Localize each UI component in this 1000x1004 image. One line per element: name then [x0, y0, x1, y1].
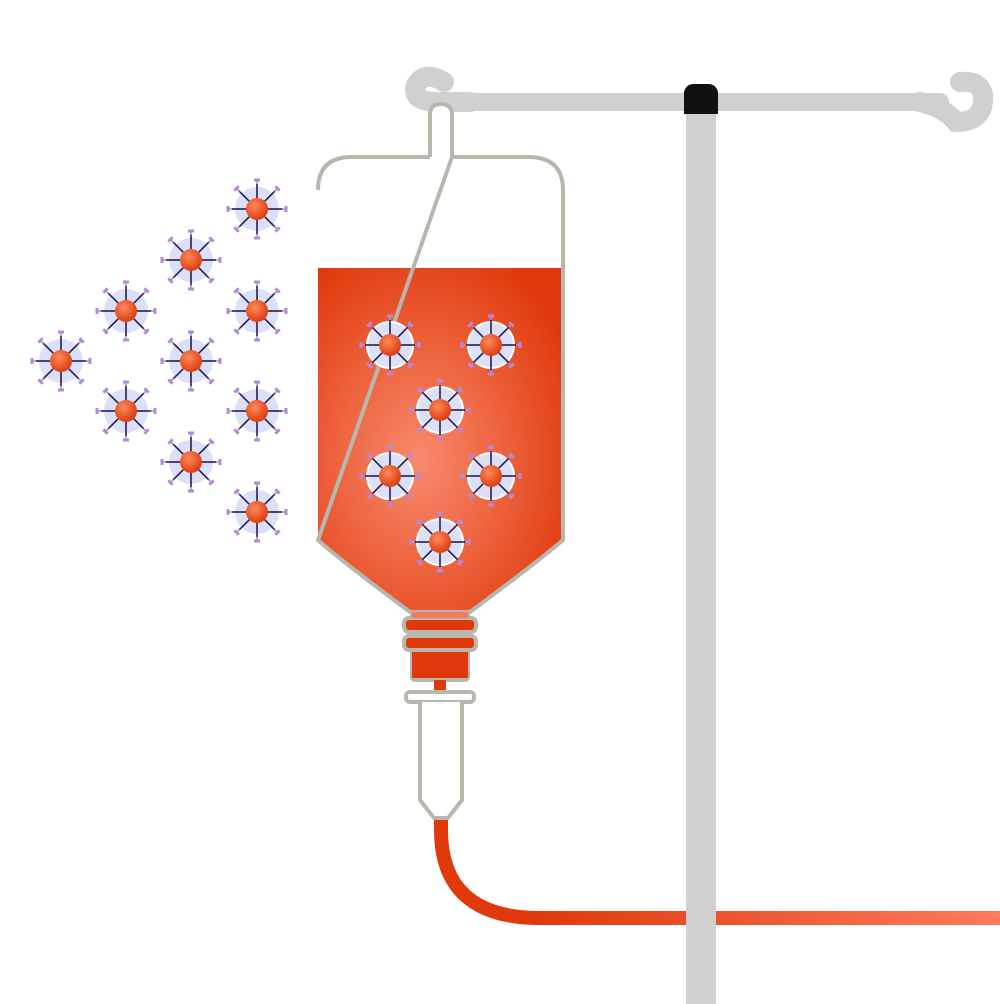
bag-outline [316, 155, 565, 614]
drip-chamber-body [418, 702, 464, 820]
nanoparticle-group [30, 178, 522, 573]
targeted-nanoparticle-icon [95, 280, 157, 342]
targeted-nanoparticle-icon [409, 511, 471, 573]
bag-neck-ring-2 [402, 634, 478, 652]
bag-neck-ring-1 [402, 616, 478, 634]
targeted-nanoparticle-icon [226, 178, 288, 240]
targeted-nanoparticle-icon [160, 431, 222, 493]
iv-pole-icon [405, 66, 994, 1004]
targeted-nanoparticle-icon [160, 229, 222, 291]
stand-cap [684, 84, 718, 114]
stand-right-hook [910, 71, 994, 133]
stand-pole [686, 110, 716, 1004]
drip-chamber-cap [404, 690, 476, 704]
targeted-nanoparticle-icon [359, 445, 421, 507]
targeted-nanoparticle-icon [95, 380, 157, 442]
targeted-nanoparticle-icon [460, 314, 522, 376]
targeted-nanoparticle-icon [226, 280, 288, 342]
targeted-nanoparticle-icon [409, 379, 471, 441]
targeted-nanoparticle-icon [226, 380, 288, 442]
targeted-nanoparticle-icon [30, 330, 92, 392]
stand-left-hook [405, 66, 480, 112]
stand-pole-front [686, 905, 716, 935]
drip-chamber-icon [404, 690, 476, 820]
targeted-nanoparticle-icon [226, 481, 288, 543]
targeted-nanoparticle-icon [359, 314, 421, 376]
infusion-tube-icon [434, 818, 1000, 925]
targeted-nanoparticle-icon [460, 445, 522, 507]
targeted-nanoparticle-icon [160, 330, 222, 392]
bag-hanger [428, 101, 454, 160]
